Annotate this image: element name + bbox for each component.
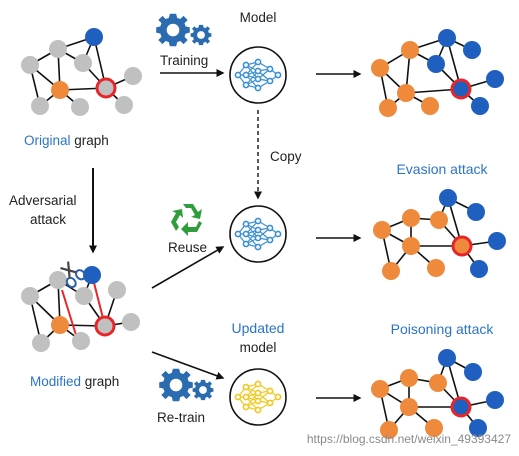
modified-graph-label: Modified graph xyxy=(30,374,119,389)
node xyxy=(486,391,504,409)
node xyxy=(400,398,418,416)
adversarial-label-line1: Adversarial xyxy=(9,193,77,208)
node xyxy=(402,237,420,255)
original-graph-label: Original graph xyxy=(24,133,109,148)
node xyxy=(31,97,49,115)
node xyxy=(380,421,398,439)
node xyxy=(463,41,481,59)
reuse-label: Reuse xyxy=(168,240,207,255)
retrain-arrow xyxy=(151,351,225,380)
node xyxy=(83,266,101,284)
node xyxy=(71,98,89,116)
node xyxy=(85,28,103,46)
added-edge xyxy=(61,289,77,336)
node xyxy=(122,313,140,331)
node xyxy=(72,332,90,350)
modified-graph xyxy=(21,261,140,352)
node xyxy=(471,97,489,115)
node xyxy=(401,41,419,59)
node xyxy=(49,271,67,289)
poisoning-graph xyxy=(371,349,504,439)
node xyxy=(21,56,39,74)
node xyxy=(379,99,397,117)
node xyxy=(464,363,482,381)
reuse-arrow xyxy=(151,246,225,289)
target-node xyxy=(451,235,473,257)
node xyxy=(373,221,391,239)
node xyxy=(469,419,487,437)
node xyxy=(438,29,456,47)
node xyxy=(438,349,456,367)
scissors-icon xyxy=(60,261,86,289)
node xyxy=(486,70,504,88)
model-updated xyxy=(229,368,287,426)
node xyxy=(427,259,445,277)
node xyxy=(371,59,389,77)
trained-graph xyxy=(371,29,504,117)
training-label: Training xyxy=(160,53,208,68)
target-node xyxy=(94,315,116,337)
recycle-icon xyxy=(171,204,202,236)
node xyxy=(470,260,488,278)
gears-icon-bottom xyxy=(159,368,214,402)
model-top xyxy=(229,46,287,104)
node xyxy=(429,374,447,392)
node xyxy=(402,209,420,227)
watermark: https://blog.csdn.net/weixin_49393427 xyxy=(307,432,511,446)
node xyxy=(32,334,50,352)
node xyxy=(400,369,418,387)
updated-label: Updated xyxy=(232,320,285,336)
node xyxy=(488,232,506,250)
node xyxy=(115,96,133,114)
node xyxy=(51,81,69,99)
target-node xyxy=(95,77,117,99)
node xyxy=(382,262,400,280)
node xyxy=(421,97,439,115)
evasion-graph xyxy=(373,189,506,280)
node xyxy=(108,281,126,299)
gears-icon xyxy=(156,13,212,47)
node xyxy=(75,287,93,305)
node xyxy=(371,380,389,398)
model-label: Model xyxy=(240,10,277,25)
node xyxy=(427,55,445,73)
model-middle xyxy=(229,205,287,263)
node xyxy=(397,84,415,102)
poisoning-attack-title: Poisoning attack xyxy=(391,321,495,337)
node xyxy=(425,419,443,437)
node xyxy=(439,189,457,207)
node xyxy=(49,40,67,58)
original-graph xyxy=(21,28,142,116)
target-node xyxy=(450,78,472,100)
adversarial-label-line2: attack xyxy=(30,212,66,227)
node xyxy=(21,287,39,305)
updated-model-label: model xyxy=(240,340,277,355)
node xyxy=(467,203,485,221)
target-node xyxy=(450,396,472,418)
node xyxy=(51,316,69,334)
copy-label: Copy xyxy=(270,149,302,164)
node xyxy=(124,67,142,85)
evasion-attack-title: Evasion attack xyxy=(396,161,488,177)
node xyxy=(74,54,92,72)
retrain-label: Re-train xyxy=(157,410,205,425)
node xyxy=(430,211,448,229)
